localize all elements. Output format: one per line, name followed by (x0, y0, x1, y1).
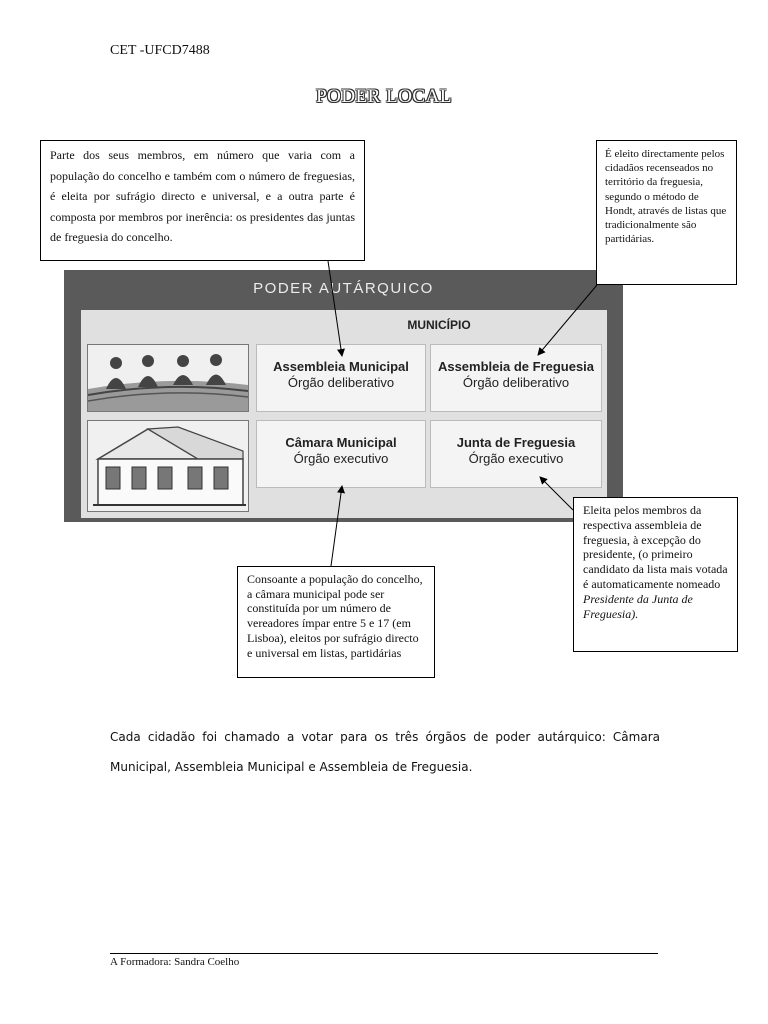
cell-junta-freguesia: Junta de Freguesia Órgão executivo (430, 420, 602, 488)
panel-title: PODER AUTÁRQUICO (64, 280, 623, 297)
cell-name: Câmara Municipal (257, 435, 425, 450)
cell-name: Assembleia Municipal (257, 359, 425, 374)
footer-divider (110, 953, 658, 954)
callout-junta-freguesia: Eleita pelos membros da respectiva assem… (573, 497, 738, 652)
cell-role: Órgão executivo (431, 451, 601, 466)
callout-camara-municipal: Consoante a população do concelho, a câm… (237, 566, 435, 678)
callout-text: Eleita pelos membros da respectiva assem… (583, 503, 728, 591)
cell-camara-municipal: Câmara Municipal Órgão executivo (256, 420, 426, 488)
callout-italic-text: Presidente da Junta de Freguesia). (583, 592, 693, 621)
city-hall-illustration (87, 420, 249, 512)
municipio-header: MUNICÍPIO (271, 314, 607, 332)
footer-trainer: A Formadora: Sandra Coelho (110, 956, 239, 968)
cell-assembleia-municipal: Assembleia Municipal Órgão deliberativo (256, 344, 426, 412)
callout-assembleia-freguesia: É eleito directamente pelos cidadãos rec… (596, 140, 737, 285)
body-paragraph: Cada cidadão foi chamado a votar para os… (110, 722, 660, 782)
cell-role: Órgão deliberativo (257, 375, 425, 390)
panel-inner: MUNICÍPIO (81, 310, 607, 518)
cell-role: Órgão executivo (257, 451, 425, 466)
callout-assembleia-municipal: Parte dos seus membros, em número que va… (40, 140, 365, 261)
cell-name: Junta de Freguesia (431, 435, 601, 450)
document-code: CET -UFCD7488 (110, 43, 210, 59)
page-title: PODER LOCAL (0, 86, 768, 108)
cell-assembleia-freguesia: Assembleia de Freguesia Órgão deliberati… (430, 344, 602, 412)
poder-autarquico-panel: PODER AUTÁRQUICO MUNICÍPIO (64, 270, 623, 522)
cell-role: Órgão deliberativo (431, 375, 601, 390)
assembly-people-illustration (87, 344, 249, 412)
cell-name: Assembleia de Freguesia (431, 359, 601, 374)
